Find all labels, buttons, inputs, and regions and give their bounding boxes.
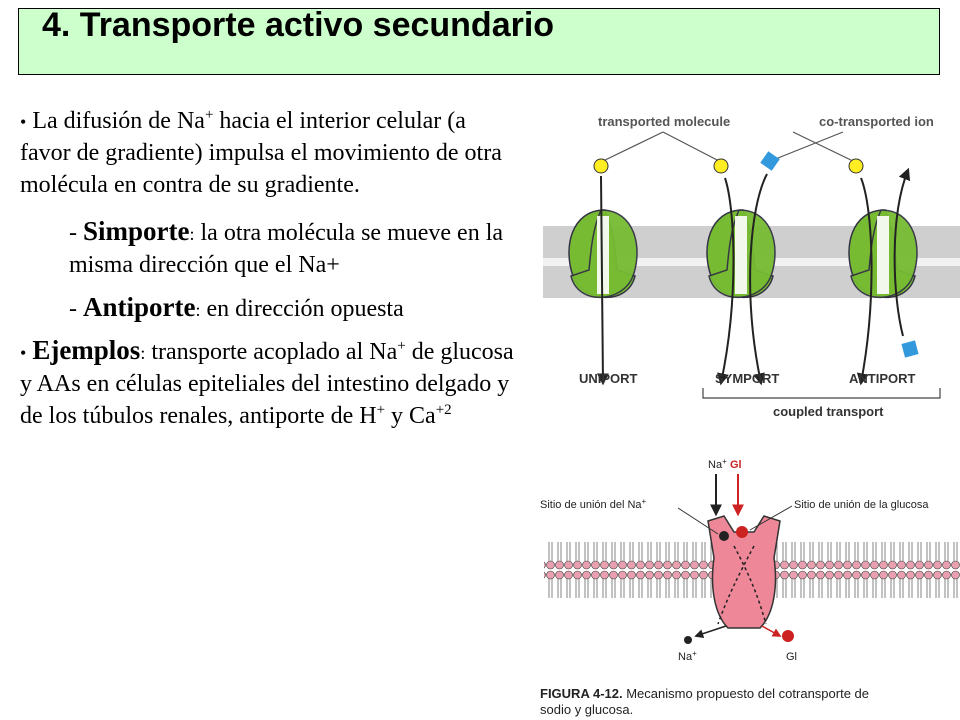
figure-caption-line1: FIGURA 4-12. Mecanismo propuesto del cot… — [540, 686, 869, 701]
transported-molecule-uniport — [593, 158, 609, 174]
label-uniport: UNIPORT — [579, 371, 638, 386]
sodium-glucose-cotransport-figure: Na+ Gl Sitio de unión del Na+ Sitio de u… — [540, 457, 960, 717]
label-coupled-transport: coupled transport — [773, 404, 884, 419]
bullet-examples: • Ejemplos: transporte acoplado al Na+ d… — [20, 335, 514, 430]
body-text: • La difusión de Na+ hacia el interior c… — [20, 106, 515, 433]
glucose-bound — [736, 526, 748, 538]
co-transported-ion-symport — [760, 151, 780, 171]
label-transported-molecule: transported molecule — [598, 114, 730, 129]
co-transported-ion-antiport — [901, 340, 919, 358]
transported-molecule-symport — [713, 158, 729, 174]
label-site-na: Sitio de unión del Na+ — [540, 497, 647, 511]
antiport-protein — [848, 209, 918, 299]
transport-types-figure: transported molecule co-transported ion … — [543, 114, 960, 419]
figure-caption-line2: sodio y glucosa. — [540, 702, 633, 717]
slide-title: 4. Transporte activo secundario — [42, 6, 555, 44]
transported-molecule-antiport — [848, 158, 864, 174]
label-gl-top: Gl — [730, 459, 742, 471]
coupled-bracket — [702, 388, 941, 399]
label-na-bottom: Na+ — [678, 649, 697, 663]
symport-definition: - Simporte: la otra molécula se mueve en… — [69, 215, 504, 278]
sodium-ion-released — [684, 636, 692, 644]
bullet-diffusion: • La difusión de Na+ hacia el interior c… — [20, 107, 502, 198]
cotransporter-protein — [707, 515, 781, 629]
glucose-exit-arrow — [761, 625, 782, 637]
label-co-transported-ion: co-transported ion — [819, 114, 934, 129]
na-exit-arrow — [694, 625, 727, 638]
sodium-ion-bound — [719, 531, 729, 541]
label-na-top: Na+ — [708, 457, 727, 471]
label-site-glucose: Sitio de unión de la glucosa — [794, 499, 929, 511]
title-bar — [18, 8, 940, 75]
glucose-released — [782, 630, 794, 642]
label-antiport: ANTIPORT — [849, 371, 916, 386]
antiport-definition: - Antiporte: en dirección opuesta — [69, 291, 404, 322]
symport-protein — [706, 209, 776, 299]
label-gl-bottom: Gl — [786, 651, 797, 663]
label-symport: SYMPORT — [715, 371, 779, 386]
